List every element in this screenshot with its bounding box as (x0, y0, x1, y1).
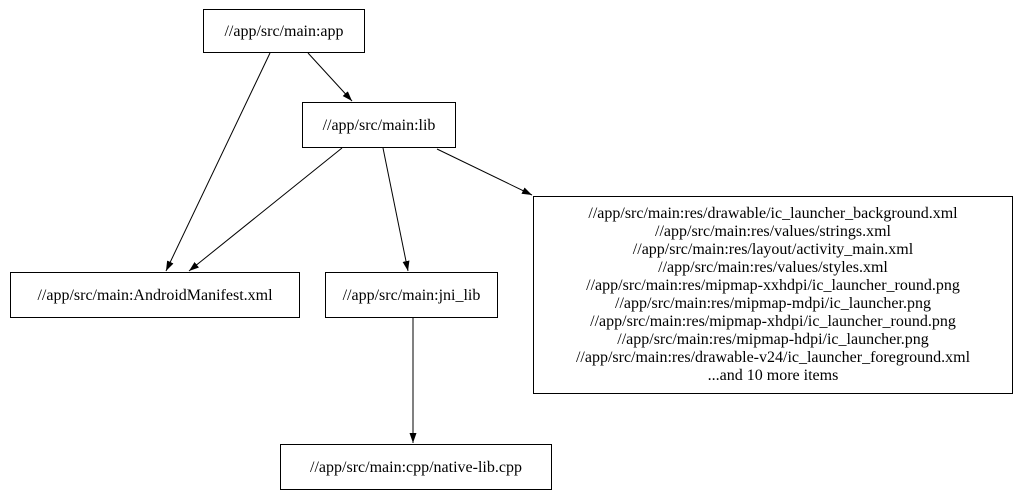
node-resources-group: //app/src/main:res/drawable/ic_launcher_… (533, 196, 1013, 394)
resource-item: //app/src/main:res/drawable/ic_launcher_… (588, 205, 958, 222)
node-app-label: //app/src/main:app (224, 22, 344, 40)
node-native-lib-cpp: //app/src/main:cpp/native-lib.cpp (280, 444, 552, 490)
node-android-manifest-label: //app/src/main:AndroidManifest.xml (37, 286, 273, 304)
edge-app-to-lib (307, 52, 353, 102)
resource-item: //app/src/main:res/mipmap-mdpi/ic_launch… (615, 295, 931, 312)
resource-item: //app/src/main:res/values/styles.xml (658, 259, 888, 276)
resource-item: //app/src/main:res/layout/activity_main.… (632, 241, 914, 258)
node-native-lib-cpp-label: //app/src/main:cpp/native-lib.cpp (310, 458, 522, 476)
edge-app-to-manifest (165, 52, 271, 272)
resource-item: //app/src/main:res/values/strings.xml (655, 223, 891, 240)
resource-items-overflow: ...and 10 more items (707, 367, 839, 384)
node-jni-lib: //app/src/main:jni_lib (325, 272, 498, 318)
resource-item: //app/src/main:res/mipmap-xhdpi/ic_launc… (590, 313, 956, 330)
node-jni-lib-label: //app/src/main:jni_lib (342, 286, 481, 304)
node-lib-label: //app/src/main:lib (322, 116, 436, 134)
node-lib: //app/src/main:lib (302, 102, 456, 148)
resource-item: //app/src/main:res/mipmap-xxhdpi/ic_laun… (586, 277, 960, 294)
resource-item: //app/src/main:res/drawable-v24/ic_launc… (575, 349, 971, 366)
edge-lib-to-manifest (188, 147, 343, 272)
node-app: //app/src/main:app (203, 9, 365, 53)
resource-item: //app/src/main:res/mipmap-hdpi/ic_launch… (617, 331, 929, 348)
edge-lib-to-jni-lib (382, 147, 410, 272)
edge-lib-to-resources (436, 148, 533, 196)
node-android-manifest: //app/src/main:AndroidManifest.xml (10, 272, 300, 318)
